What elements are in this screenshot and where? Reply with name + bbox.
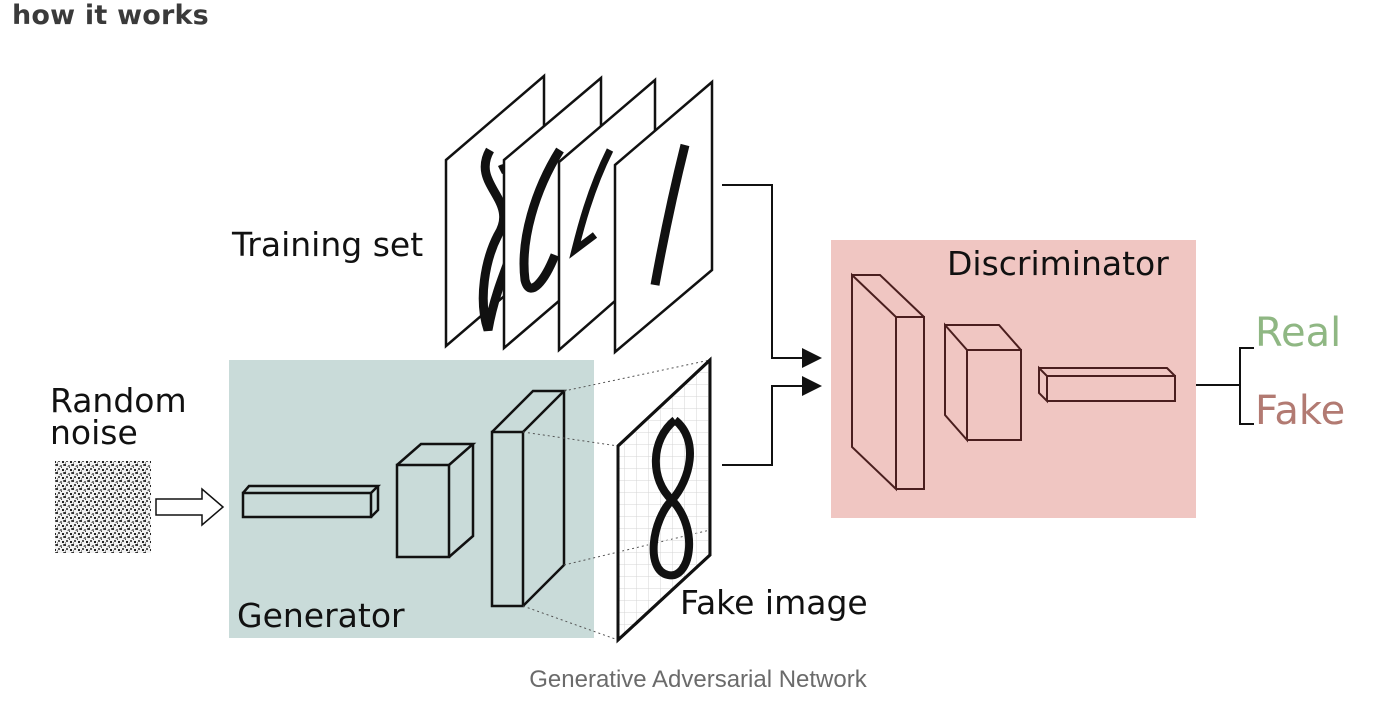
figure-caption: Generative Adversarial Network bbox=[529, 666, 867, 693]
generator-label: Generator bbox=[237, 596, 405, 635]
training-connector bbox=[722, 184, 822, 368]
gan-diagram: Training set Random noise bbox=[50, 73, 1345, 644]
discriminator-layer-2 bbox=[944, 322, 1022, 443]
fake-output-label: Fake bbox=[1255, 388, 1345, 434]
fake-image bbox=[616, 356, 712, 644]
generator-layer-1 bbox=[241, 484, 382, 519]
connectors bbox=[722, 184, 822, 466]
discriminator-layer-1 bbox=[851, 272, 925, 492]
fake-connector bbox=[722, 376, 822, 466]
training-image-1 bbox=[613, 79, 714, 355]
discriminator-label: Discriminator bbox=[947, 244, 1169, 283]
noise-to-generator-arrow bbox=[155, 487, 225, 527]
section-heading: how it works bbox=[12, 0, 209, 31]
training-set-label: Training set bbox=[231, 225, 423, 264]
discriminator-layers bbox=[851, 272, 1176, 492]
fake-image-label: Fake image bbox=[680, 583, 868, 622]
real-label: Real bbox=[1255, 310, 1341, 356]
discriminator-layer-3 bbox=[1038, 365, 1176, 404]
generator-layer-2 bbox=[395, 442, 477, 559]
training-set-images bbox=[444, 73, 714, 355]
random-noise-label-line1: Random bbox=[50, 381, 187, 420]
noise-image bbox=[55, 461, 151, 553]
generator-panel bbox=[229, 360, 594, 638]
output-bracket bbox=[1196, 347, 1254, 425]
random-noise-label-line2: noise bbox=[50, 413, 138, 452]
